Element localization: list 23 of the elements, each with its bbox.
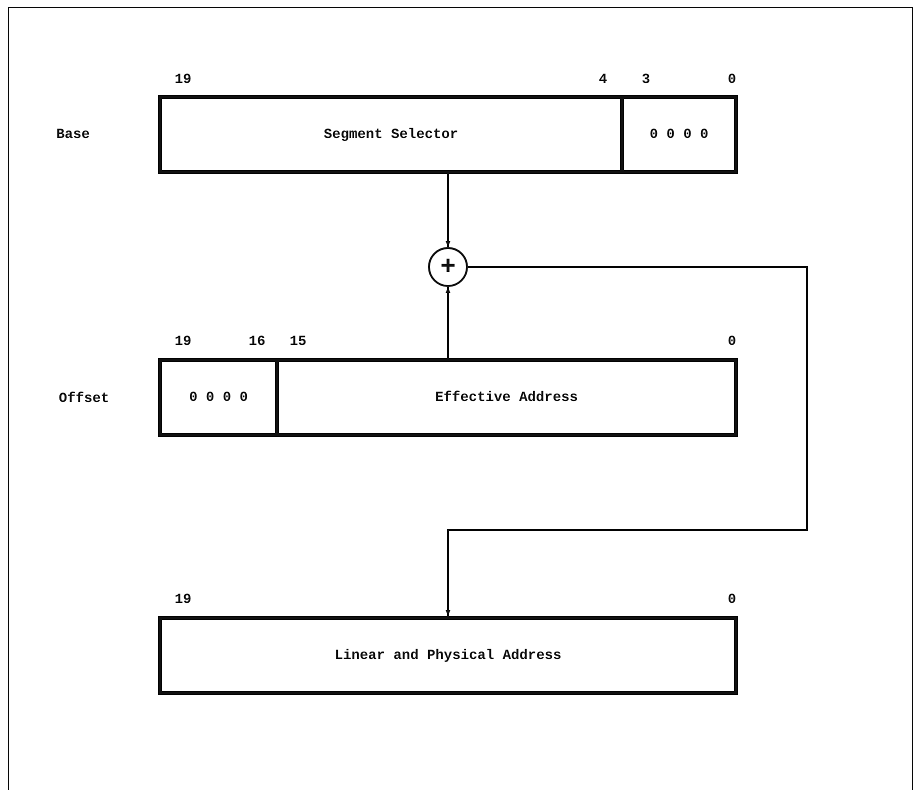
- bit-number: 19: [174, 592, 192, 608]
- arrow: [446, 174, 450, 247]
- field-label: 0 0 0 0: [650, 126, 708, 142]
- bit-number: 19: [174, 72, 192, 88]
- register-name: Base: [56, 127, 90, 143]
- bit-number: 0: [728, 72, 736, 88]
- arrow: [446, 266, 808, 616]
- bit-number: 15: [290, 334, 306, 350]
- bit-number: 0: [728, 334, 736, 350]
- register-field: [158, 616, 738, 695]
- plus-sign: +: [440, 254, 456, 280]
- bit-number: 0: [728, 592, 736, 608]
- field-label: Segment Selector: [324, 126, 458, 142]
- adder-circle: [428, 247, 468, 287]
- bit-number: 4: [598, 72, 608, 88]
- field-label: 0 0 0 0: [189, 390, 248, 406]
- field-label: Effective Address: [435, 390, 578, 406]
- field-label: Linear and Physical Address: [334, 648, 562, 664]
- bit-number: 16: [248, 334, 266, 350]
- arrow: [446, 287, 450, 358]
- bit-number: 19: [174, 334, 192, 350]
- register-name: Offset: [58, 391, 110, 407]
- bit-number: 3: [642, 72, 650, 88]
